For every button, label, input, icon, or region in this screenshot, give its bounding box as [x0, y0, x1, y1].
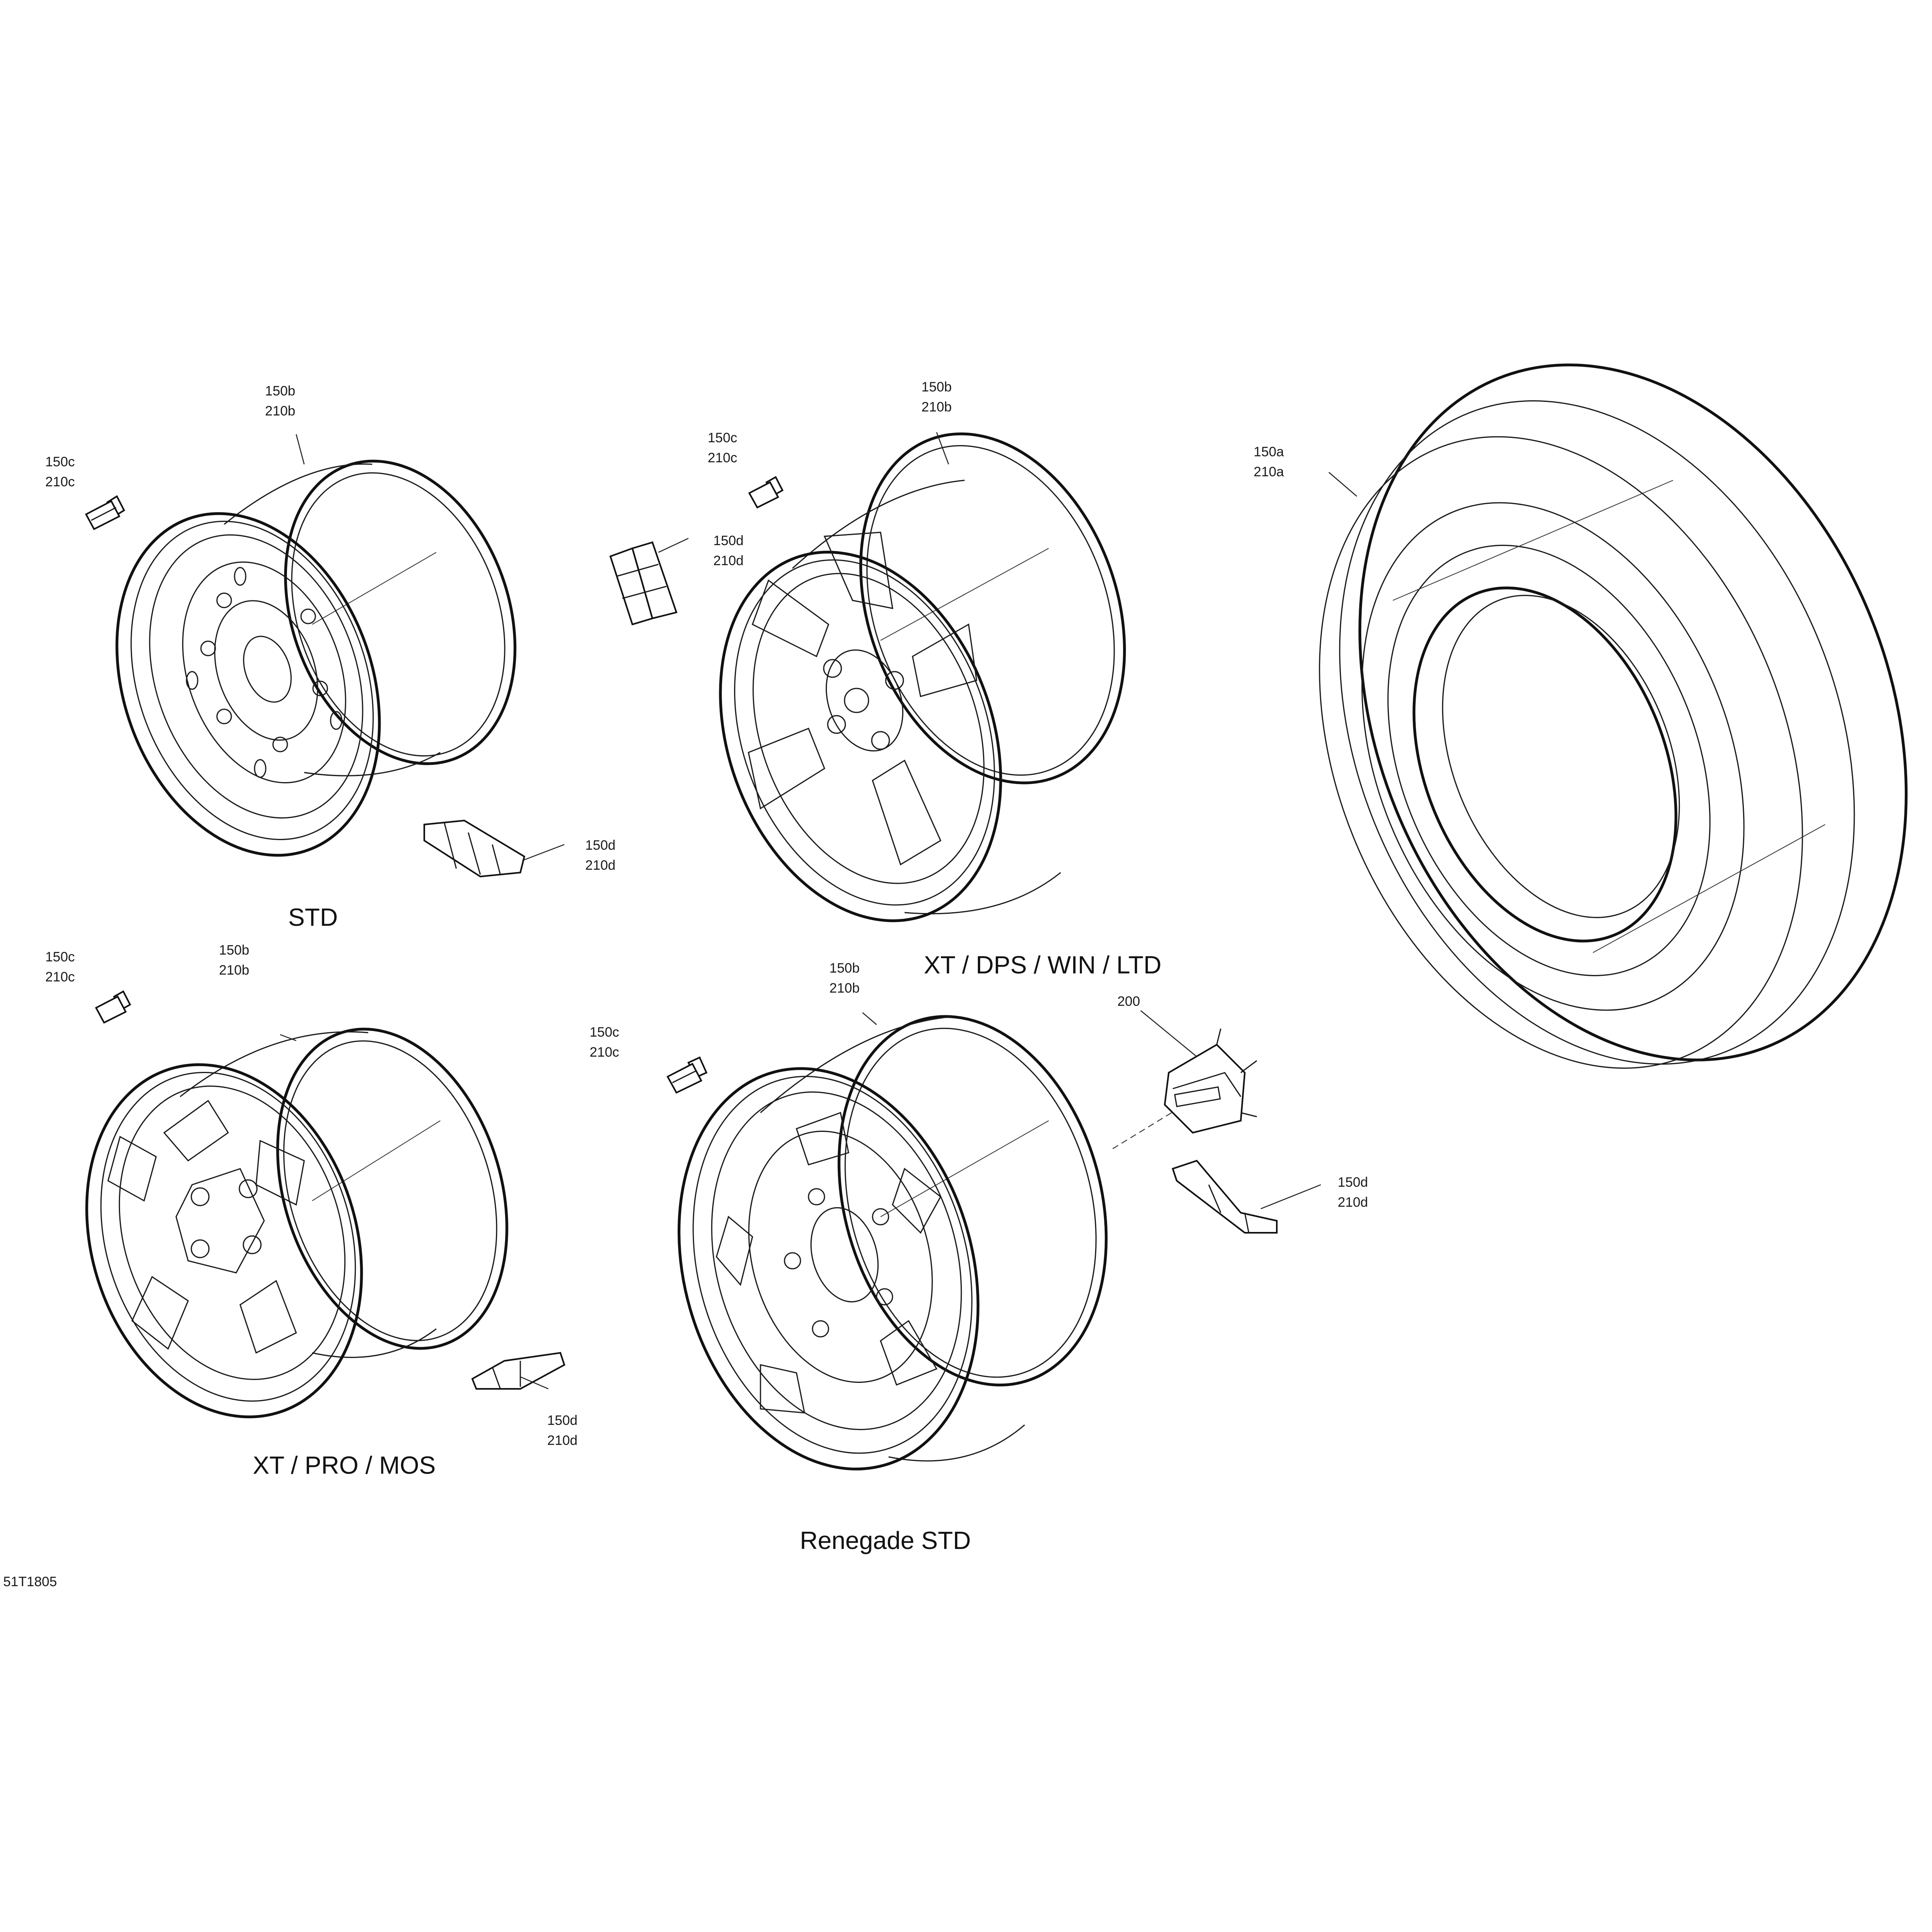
callout-tire-210: 210a — [1254, 464, 1284, 479]
std-wheel[interactable] — [71, 429, 555, 892]
pro-valve-stem[interactable] — [95, 990, 131, 1024]
callout-xt-valve-150: 150c — [708, 430, 737, 445]
label-xt-pro-mos: XT / PRO / MOS — [253, 1452, 435, 1479]
callout-ren-rim-150: 150b — [829, 961, 860, 976]
label-std: STD — [288, 904, 338, 931]
callout-ren-valve-150: 150c — [590, 1025, 619, 1040]
callout-xt-weight-210: 210d — [713, 553, 744, 568]
callout-pro-valve-150: 150c — [45, 949, 75, 965]
drawing-code: 51T1805 — [3, 1574, 57, 1589]
callout-pro-rim-150: 150b — [219, 943, 249, 958]
renegade-balance-weight[interactable] — [1172, 1160, 1278, 1234]
leader-lines — [280, 432, 1357, 1390]
callout-ren-cap-200: 200 — [1117, 994, 1140, 1009]
callout-xt-rim-150: 150b — [921, 379, 952, 395]
callout-ren-weight-150: 150d — [1338, 1175, 1368, 1190]
callout-ren-valve-210: 210c — [590, 1045, 619, 1060]
callout-std-weight-150: 150d — [585, 838, 616, 853]
callout-ren-weight-210: 210d — [1338, 1195, 1368, 1210]
label-renegade-std: Renegade STD — [800, 1527, 971, 1555]
callout-std-rim-210: 210b — [265, 403, 295, 419]
pro-wheel[interactable] — [43, 999, 546, 1453]
callout-xt-rim-210: 210b — [921, 399, 952, 415]
std-balance-weight[interactable] — [423, 819, 526, 878]
renegade-hub-cap[interactable] — [1164, 1028, 1257, 1134]
pro-balance-weight[interactable] — [471, 1352, 566, 1390]
renegade-wheel[interactable] — [634, 985, 1185, 1505]
callout-std-valve-150: 150c — [45, 454, 75, 469]
callout-xt-weight-150: 150d — [713, 533, 744, 548]
callout-std-weight-210: 210d — [585, 858, 616, 873]
tire[interactable] — [1230, 283, 1932, 1142]
callouts: 150b 210b 150c 210c 150d 210d 150b 210b … — [45, 379, 1368, 1448]
callout-xt-valve-210: 210c — [708, 450, 737, 465]
renegade-valve-stem[interactable] — [666, 1056, 708, 1094]
callout-std-valve-210: 210c — [45, 474, 75, 490]
xt-valve-stem[interactable] — [748, 476, 784, 509]
label-xt-dps-win-ltd: XT / DPS / WIN / LTD — [924, 951, 1162, 979]
xt-balance-weight[interactable] — [609, 541, 678, 626]
std-valve-stem[interactable] — [85, 495, 125, 530]
callout-pro-valve-210: 210c — [45, 969, 75, 985]
callout-pro-rim-210: 210b — [219, 963, 249, 978]
callout-tire-150: 150a — [1254, 444, 1284, 459]
callout-ren-rim-210: 210b — [829, 981, 860, 996]
callout-pro-weight-210: 210d — [547, 1433, 578, 1448]
callout-pro-weight-150: 150d — [547, 1413, 578, 1428]
callout-std-rim-150: 150b — [265, 383, 295, 399]
xt-wheel[interactable] — [671, 397, 1171, 960]
variant-labels: STD XT / DPS / WIN / LTD XT / PRO / MOS … — [253, 904, 1161, 1555]
